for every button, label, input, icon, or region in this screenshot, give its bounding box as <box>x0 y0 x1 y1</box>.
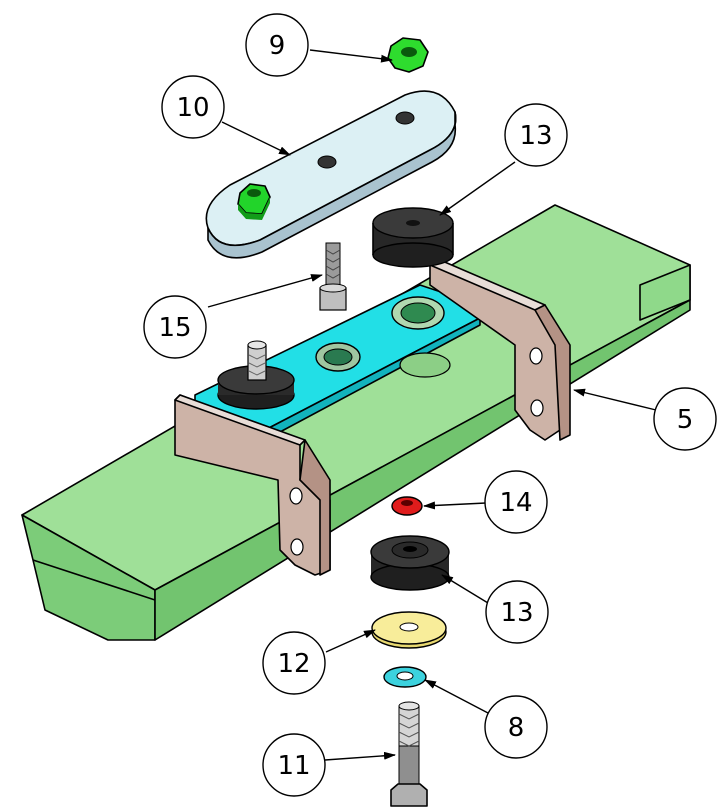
leader-13b <box>441 574 489 604</box>
leader-13a <box>439 161 516 216</box>
leader-8 <box>424 679 489 714</box>
svg-text:12: 12 <box>277 649 310 679</box>
balloon-14: 14 <box>484 470 548 534</box>
svg-text:15: 15 <box>158 313 191 343</box>
part-8-cyan-washer <box>383 666 427 688</box>
part-14-red-nut <box>391 496 423 516</box>
balloon-13-upper: 13 <box>504 103 568 167</box>
leader-15 <box>207 274 323 308</box>
part-11-bolt <box>390 701 428 807</box>
leader-5 <box>573 388 657 411</box>
clamp-plate-nut <box>237 183 271 220</box>
part-13-lower-mount <box>370 535 450 591</box>
svg-text:11: 11 <box>277 751 310 781</box>
leader-10 <box>221 121 291 156</box>
leader-14 <box>423 501 487 510</box>
green-beam <box>21 204 691 641</box>
balloon-9: 9 <box>245 13 309 77</box>
svg-text:13: 13 <box>519 121 552 151</box>
part-15-bolt <box>319 242 347 311</box>
part-12-yellow-washer <box>371 611 447 649</box>
balloon-12: 12 <box>262 631 326 695</box>
right-bracket <box>429 259 571 441</box>
balloon-13-lower: 13 <box>485 580 549 644</box>
leader-12 <box>325 629 376 653</box>
left-rubber-mount <box>217 340 295 410</box>
balloon-15: 15 <box>143 295 207 359</box>
svg-text:10: 10 <box>176 93 209 123</box>
balloon-10: 10 <box>161 75 225 139</box>
clamp-plate <box>205 90 457 259</box>
svg-text:13: 13 <box>500 598 533 628</box>
balloon-5: 5 <box>653 387 717 451</box>
svg-text:14: 14 <box>499 488 532 518</box>
part-13-upper-mount <box>372 207 454 268</box>
balloon-11: 11 <box>262 733 326 797</box>
leader-11 <box>324 751 396 761</box>
svg-text:8: 8 <box>508 713 525 743</box>
left-bracket <box>174 394 331 576</box>
svg-text:9: 9 <box>269 31 286 61</box>
part-9-nut <box>387 37 429 73</box>
leader-9 <box>309 49 393 63</box>
svg-text:5: 5 <box>677 405 694 435</box>
leader-lines <box>207 49 657 761</box>
balloon-8: 8 <box>484 695 548 759</box>
